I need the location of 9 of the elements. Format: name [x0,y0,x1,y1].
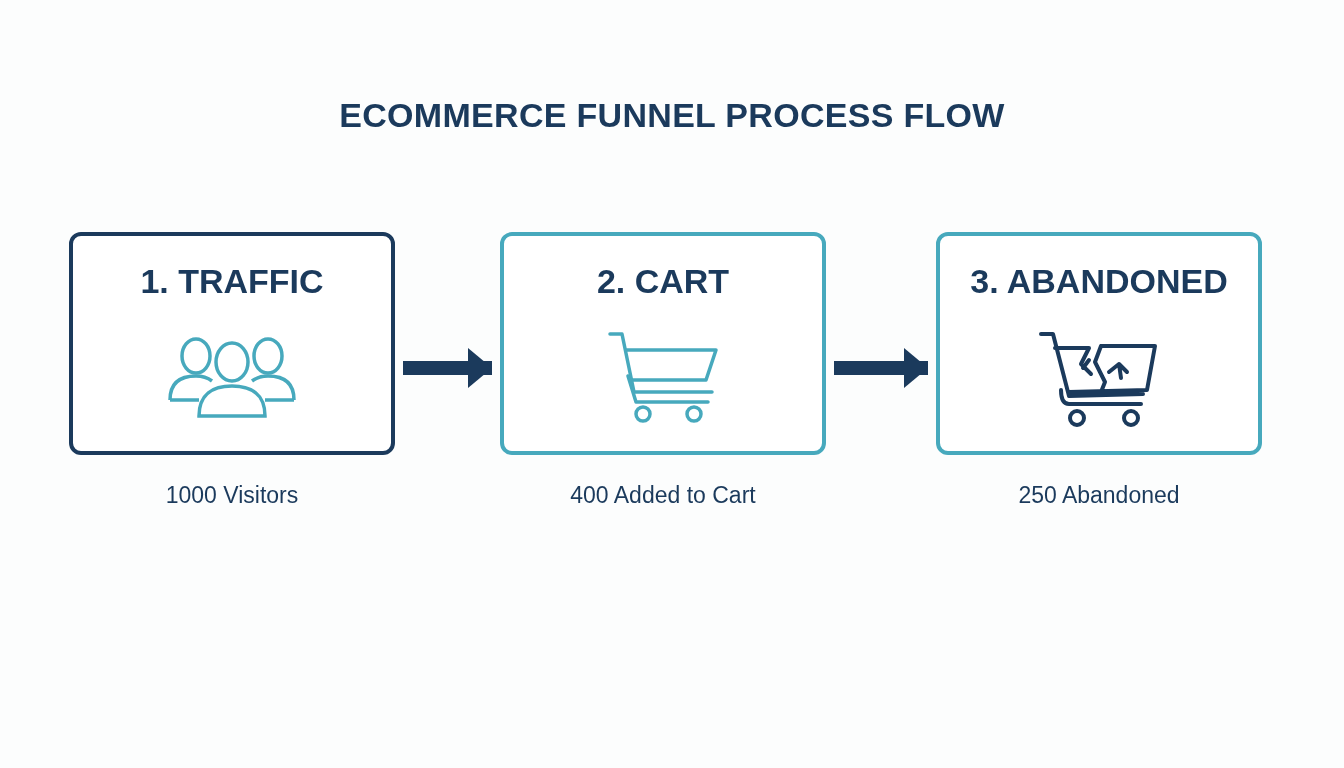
step-heading: 1. TRAFFIC [140,262,324,301]
arrow [403,348,492,388]
step-heading: 2. CART [596,262,730,301]
step-count: 250 Abandoned [1018,482,1180,509]
step-count: 400 Added to Cart [570,482,756,509]
diagram-title: ECOMMERCE FUNNEL PROCESS FLOW [339,96,1005,135]
step-count: 1000 Visitors [165,482,299,509]
arrow [834,348,928,388]
step-heading: 3. ABANDONED [970,262,1228,301]
